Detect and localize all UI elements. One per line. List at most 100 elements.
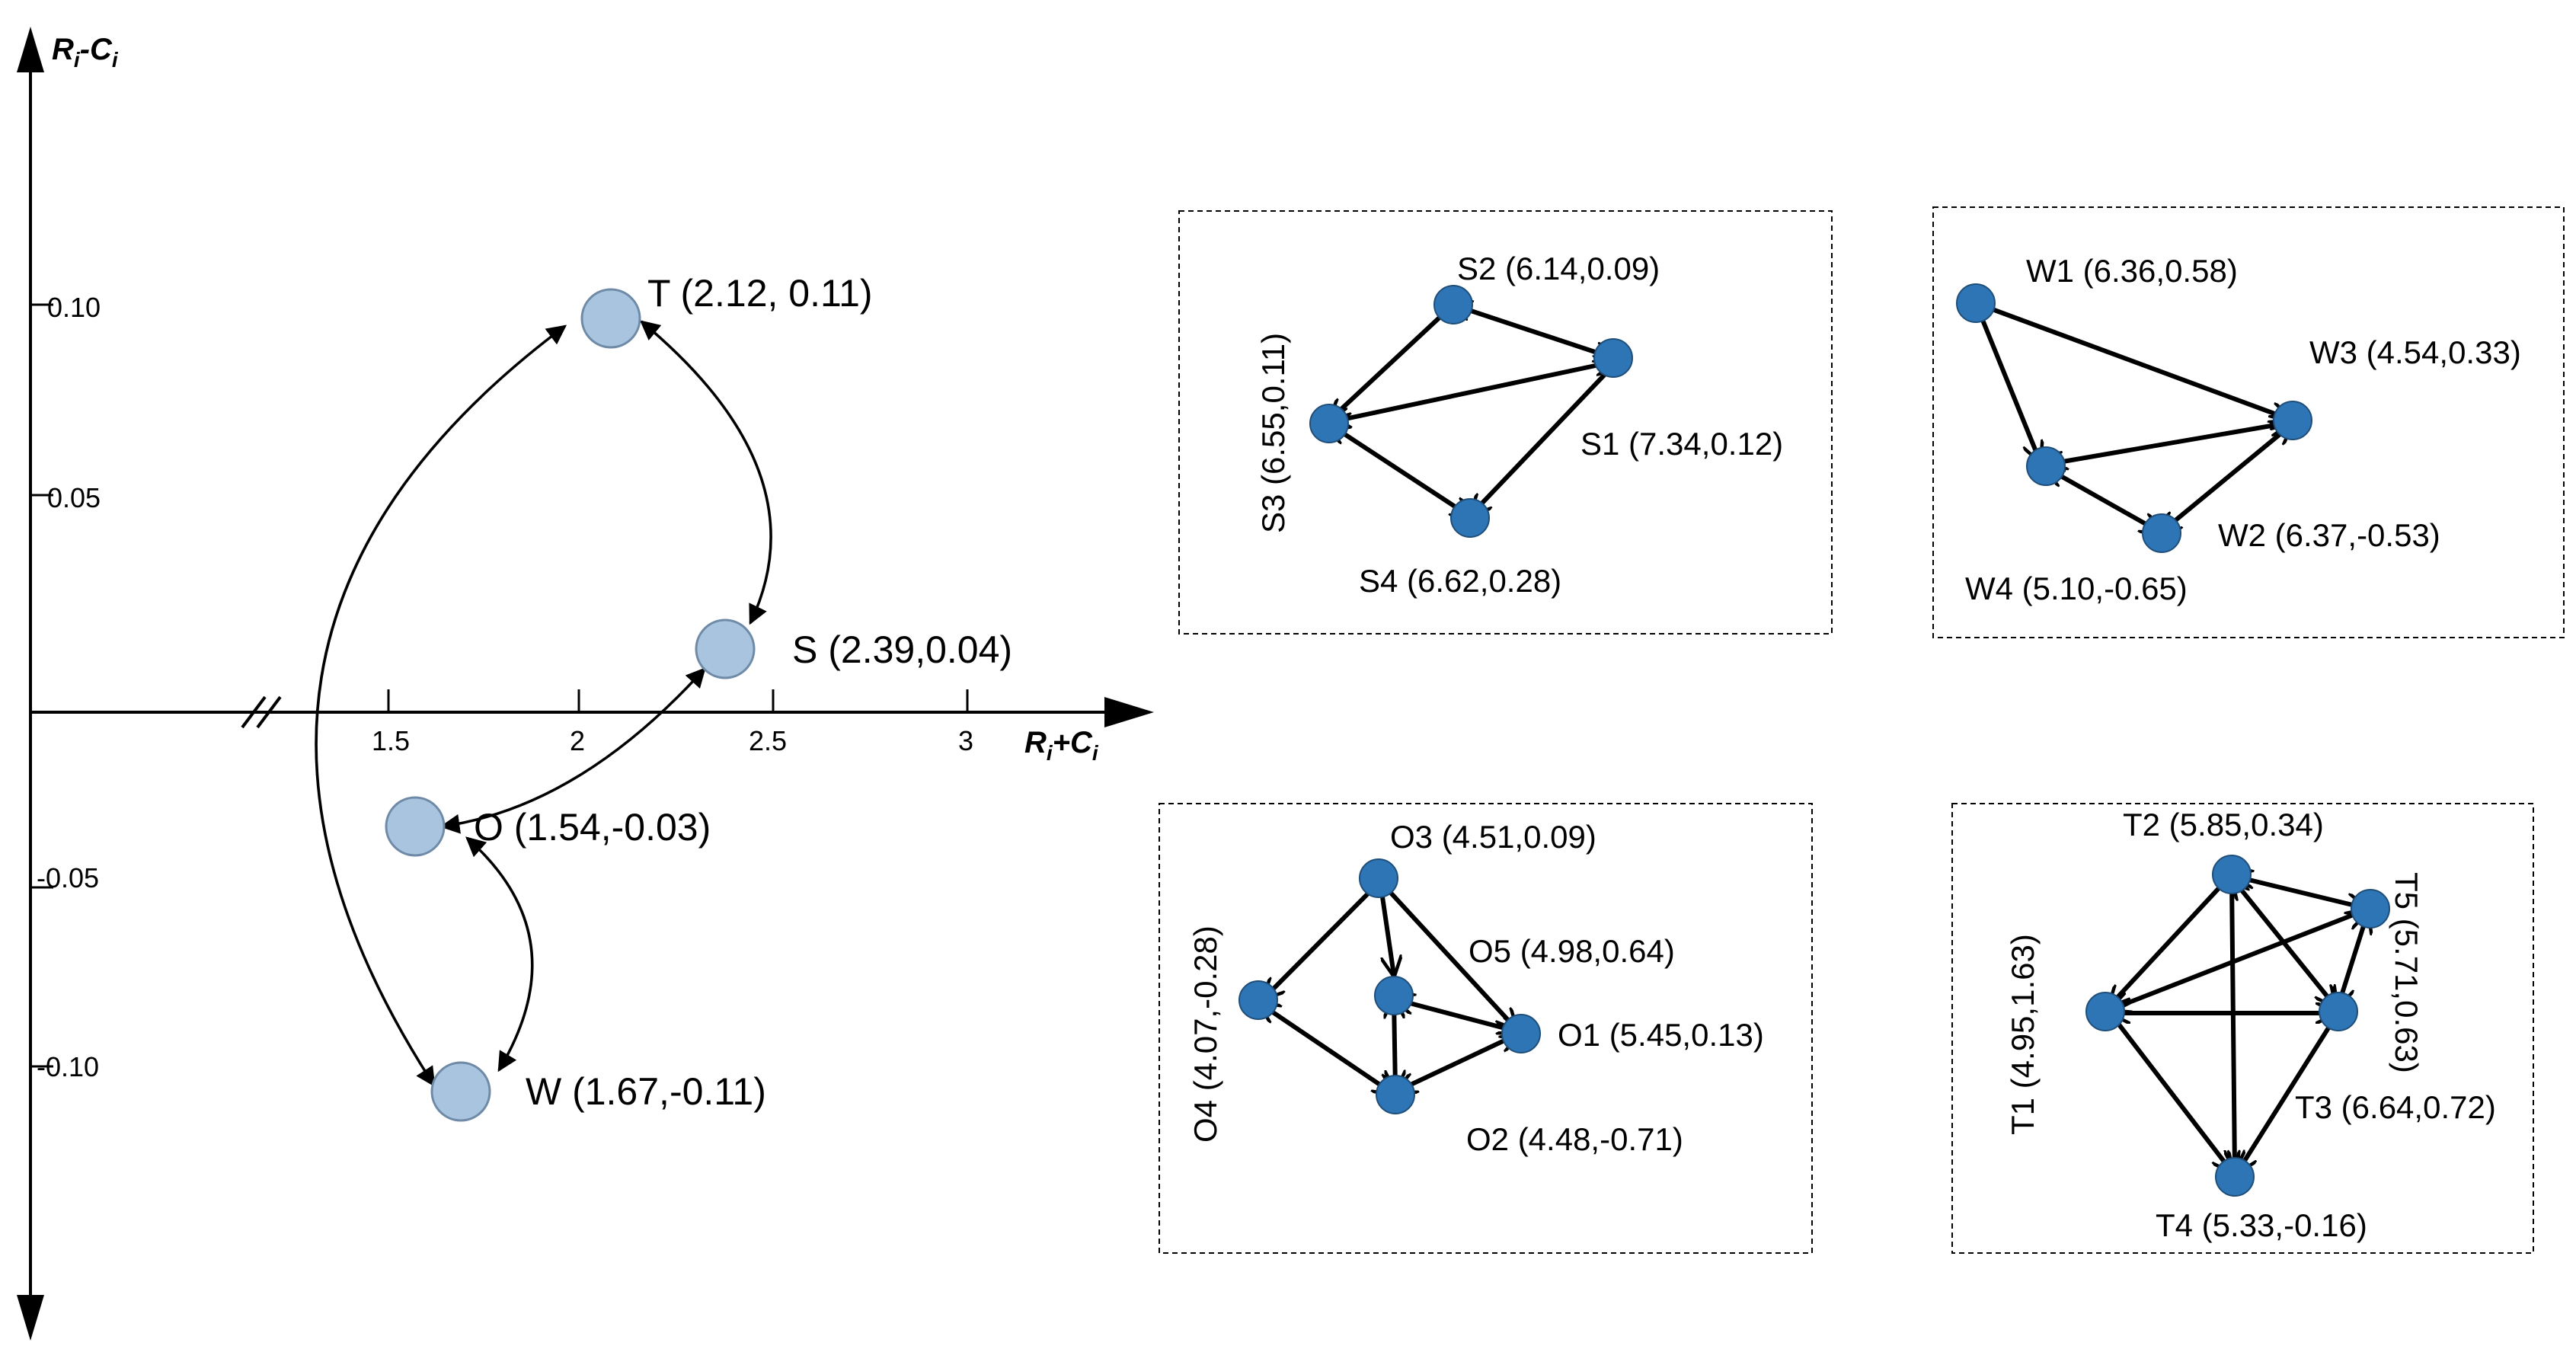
node-label-S2: S2 (6.14,0.09) xyxy=(1457,251,1660,286)
edge-S1-S4 xyxy=(1472,363,1616,514)
node-S3 xyxy=(1309,404,1349,443)
panel-o-edges xyxy=(1261,879,1520,1093)
node-S4 xyxy=(1450,498,1490,538)
y-tick-label: -0.10 xyxy=(37,1051,99,1082)
node-label-T5: T5 (5.71,0.63) xyxy=(2389,872,2424,1073)
edge-W1-W4 xyxy=(1974,302,2040,461)
node-label-O1: O1 (5.45,0.13) xyxy=(1558,1017,1764,1053)
node-label-W: W (1.67,-0.11) xyxy=(526,1070,766,1113)
node-O1 xyxy=(1501,1014,1541,1053)
main-causal-chart: Ri-Ci Ri+Ci 1.5 2 2.5 3 0.10 0.05 -0.05 … xyxy=(17,27,1154,1341)
panel-t-border xyxy=(1951,803,2534,1254)
panel-t-nodes xyxy=(2085,855,2390,1197)
x-tick-label: 3 xyxy=(958,725,973,756)
panel-s: S1 (7.34,0.12) S2 (6.14,0.09) S3 (6.55,0… xyxy=(1178,210,1833,635)
main-relations xyxy=(315,320,772,1088)
node-label-S: S (2.39,0.04) xyxy=(792,628,1012,671)
node-label-T1: T1 (4.95,1.63) xyxy=(2005,934,2041,1135)
node-O4 xyxy=(1238,980,1278,1020)
panel-t-edges xyxy=(2110,876,2367,1172)
node-label-S4: S4 (6.62,0.28) xyxy=(1359,563,1561,599)
y-tick-label: -0.05 xyxy=(37,862,99,893)
node-W2 xyxy=(2142,513,2181,553)
edge-O3-O4 xyxy=(1264,879,1382,998)
edge-T5-T3 xyxy=(2338,914,2367,1005)
panel-o-nodes xyxy=(1238,858,1541,1114)
edge-W4-W2 xyxy=(2047,468,2159,532)
x-tick-label: 1.5 xyxy=(372,725,410,756)
node-T1 xyxy=(2085,992,2125,1031)
node-W xyxy=(430,1061,491,1122)
node-T4 xyxy=(2215,1157,2255,1197)
edge-W2-W3 xyxy=(2162,425,2291,532)
panel-w: W1 (6.36,0.58) W2 (6.37,-0.53) W3 (4.54,… xyxy=(1932,206,2565,638)
y-axis-arrow-up-icon xyxy=(17,27,44,72)
panel-w-border xyxy=(1932,206,2565,638)
y-tick-label: 0.10 xyxy=(47,292,101,323)
node-label-T3: T3 (6.64,0.72) xyxy=(2295,1089,2496,1125)
edge-T-W xyxy=(315,324,567,1088)
node-label-S3: S3 (6.55,0.11) xyxy=(1255,333,1291,533)
node-W4 xyxy=(2026,446,2066,486)
axis-break-icon xyxy=(241,695,282,729)
node-S xyxy=(695,619,756,679)
x-axis-title: Ri+Ci xyxy=(1024,726,1099,765)
edge-T3-T4 xyxy=(2238,1013,2339,1172)
y-ticks: 0.10 0.05 -0.05 -0.10 xyxy=(30,292,101,1082)
x-ticks: 1.5 2 2.5 3 xyxy=(372,689,973,756)
panel-w-nodes xyxy=(1956,283,2312,553)
node-W3 xyxy=(2273,401,2312,440)
main-nodes: T (2.12, 0.11) S (2.39,0.04) O (1.54,-0.… xyxy=(385,272,1012,1122)
panel-o: O1 (5.45,0.13) O2 (4.48,-0.71) O3 (4.51,… xyxy=(1159,803,1813,1254)
node-O2 xyxy=(1376,1075,1415,1114)
panel-s-edges xyxy=(1331,305,1613,516)
edge-S3-S1 xyxy=(1331,362,1613,422)
x-axis-arrow-icon xyxy=(1104,697,1154,727)
edge-T-S xyxy=(640,320,772,625)
panel-s-border xyxy=(1178,210,1833,635)
edge-T1-T4 xyxy=(2109,1013,2232,1172)
node-label-O3: O3 (4.51,0.09) xyxy=(1390,819,1596,855)
node-O3 xyxy=(1359,858,1398,898)
node-O xyxy=(385,796,446,857)
node-label-T2: T2 (5.85,0.34) xyxy=(2123,807,2324,842)
node-label-W3: W3 (4.54,0.33) xyxy=(2309,334,2521,370)
node-label-W4: W4 (5.10,-0.65) xyxy=(1965,571,2188,606)
edge-S2-S1 xyxy=(1453,305,1613,358)
panel-o-border xyxy=(1159,803,1813,1254)
y-axis-title: Ri-Ci xyxy=(52,33,119,72)
edge-T2-T4 xyxy=(2232,879,2235,1169)
panel-w-edges xyxy=(1974,301,2291,532)
node-T3 xyxy=(2319,992,2358,1031)
panel-t: T1 (4.95,1.63) T2 (5.85,0.34) T3 (6.64,0… xyxy=(1951,803,2534,1254)
edge-O5-O1 xyxy=(1395,999,1520,1032)
node-label-W1: W1 (6.36,0.58) xyxy=(2026,253,2238,289)
edge-O4-O2 xyxy=(1261,1004,1392,1093)
y-axis-arrow-down-icon xyxy=(17,1295,44,1341)
node-label-O2: O2 (4.48,-0.71) xyxy=(1466,1121,1683,1157)
edge-W1-W3 xyxy=(1974,301,2289,419)
node-O5 xyxy=(1374,976,1414,1015)
panel-s-nodes xyxy=(1309,285,1633,538)
node-label-O: O (1.54,-0.03) xyxy=(474,806,711,849)
node-label-T4: T4 (5.33,-0.16) xyxy=(2156,1207,2367,1243)
x-tick-label: 2 xyxy=(570,725,585,756)
node-label-T: T (2.12, 0.11) xyxy=(647,272,873,315)
node-S2 xyxy=(1433,285,1473,324)
node-T xyxy=(580,288,641,349)
node-label-W2: W2 (6.37,-0.53) xyxy=(2218,517,2440,553)
node-T2 xyxy=(2212,855,2252,894)
edge-T2-T1 xyxy=(2110,874,2232,1005)
edge-S3-S4 xyxy=(1331,425,1470,516)
edge-O2-O1 xyxy=(1398,1034,1517,1091)
node-W1 xyxy=(1956,283,1996,323)
node-S1 xyxy=(1593,338,1633,378)
node-label-S1: S1 (7.34,0.12) xyxy=(1580,426,1783,462)
node-label-O4: O4 (4.07,-0.28) xyxy=(1187,925,1223,1143)
node-T5 xyxy=(2351,889,2390,929)
edge-O-W xyxy=(465,836,534,1072)
edge-T5-T1 xyxy=(2111,908,2367,1009)
node-label-O5: O5 (4.98,0.64) xyxy=(1469,933,1675,969)
y-tick-label: 0.05 xyxy=(47,482,101,513)
